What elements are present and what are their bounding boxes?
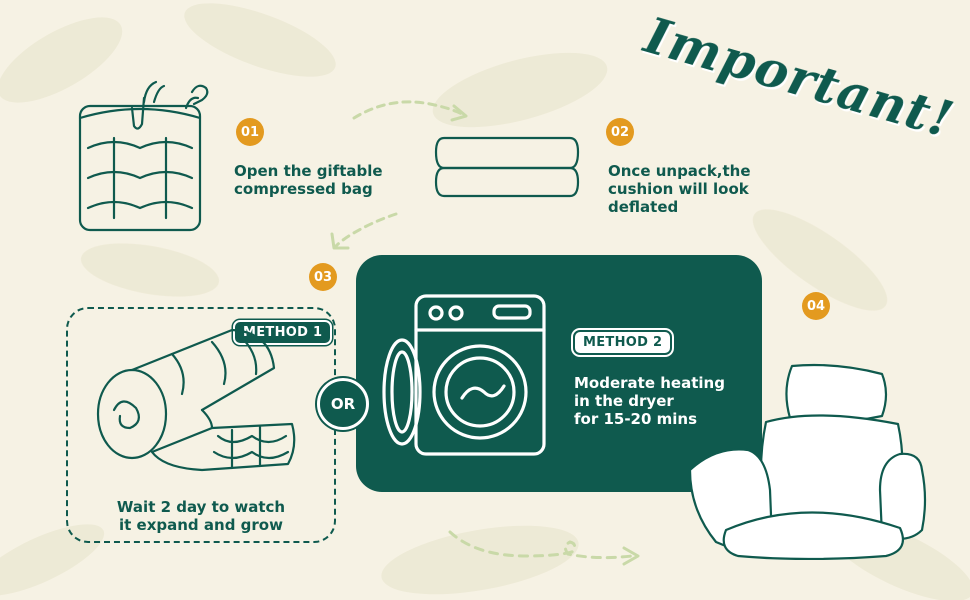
arrow-step1-to-step2	[352, 100, 468, 122]
method-2-label: METHOD 2	[573, 330, 673, 355]
step-02-badge: 02	[606, 118, 634, 146]
method-1-text: Wait 2 day to watch it expand and grow	[116, 498, 286, 534]
deflated-cushion-icon	[434, 136, 580, 198]
step-04-badge: 04	[802, 292, 830, 320]
step-02-text: Once unpack,the cushion will look deflat…	[608, 162, 751, 216]
arrow-step3-to-step4	[448, 530, 640, 566]
step-03-badge: 03	[309, 263, 337, 291]
step-01-text: Open the giftable compressed bag	[234, 162, 383, 198]
washing-machine-icon	[382, 294, 546, 456]
egg-chair-cushion-icon	[688, 363, 927, 560]
method-2-text: Moderate heating in the dryer for 15-20 …	[574, 374, 725, 428]
or-divider: OR	[317, 378, 369, 430]
rolled-cushion-icon	[96, 328, 296, 472]
step-01-badge: 01	[236, 118, 264, 146]
arrow-step2-to-step3	[330, 212, 398, 250]
compressed-cushion-icon	[78, 80, 209, 232]
